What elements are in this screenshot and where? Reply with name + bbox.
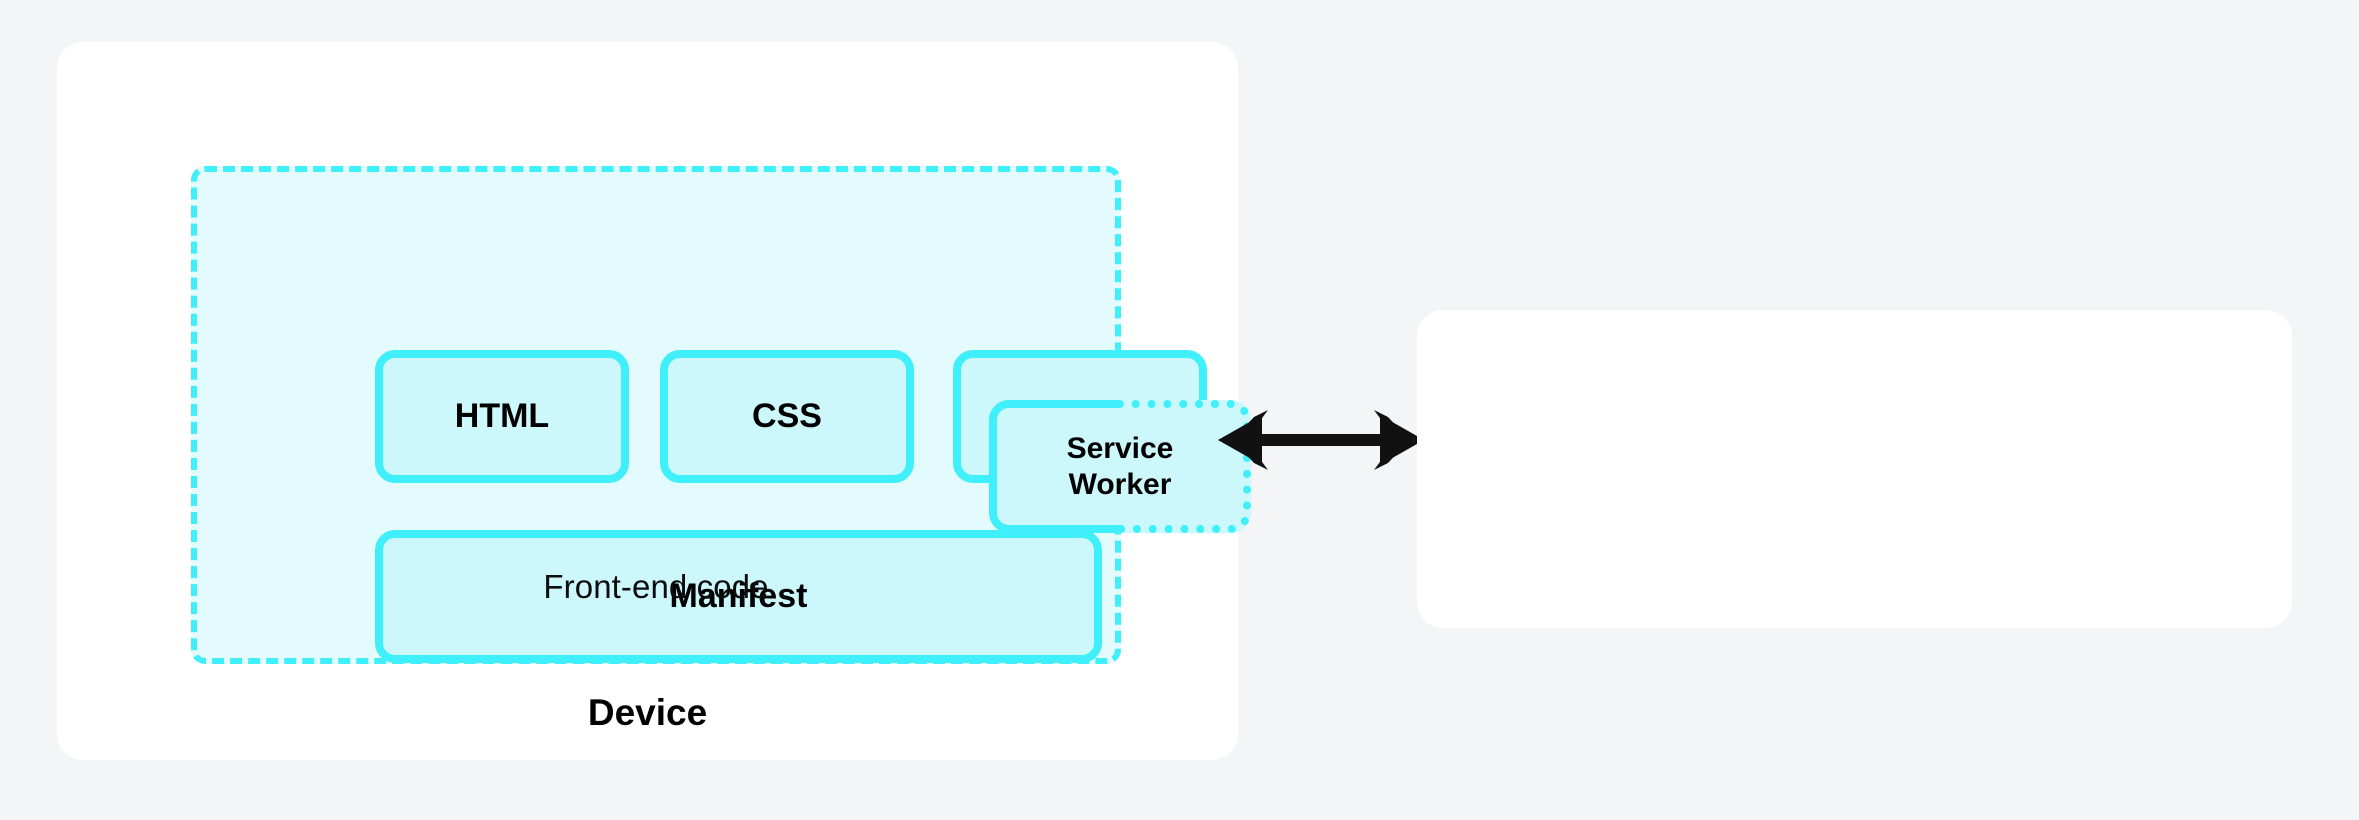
service-worker-label: Service Worker (989, 400, 1251, 533)
service-worker-label-line2: Worker (1068, 467, 1172, 501)
device-panel: HTML CSS JavaScript Manifest Front-end c… (57, 42, 1251, 760)
tile-css[interactable]: CSS (660, 350, 914, 483)
frontend-code-region: HTML CSS JavaScript Manifest Front-end c… (191, 166, 1207, 664)
service-worker-solid-outline (989, 400, 1119, 533)
tile-service-worker[interactable]: Service Worker (989, 400, 1251, 533)
frontend-code-caption: Front-end code (543, 568, 769, 605)
device-panel-title: Device (587, 692, 708, 733)
tile-html[interactable]: HTML (375, 350, 629, 483)
tile-manifest[interactable]: Manifest (375, 530, 1102, 663)
bidirectional-arrow-icon (1218, 410, 1424, 470)
service-worker-label-line1: Service (1066, 432, 1174, 466)
web-server-panel: Back-end code Web server (1417, 310, 2292, 628)
